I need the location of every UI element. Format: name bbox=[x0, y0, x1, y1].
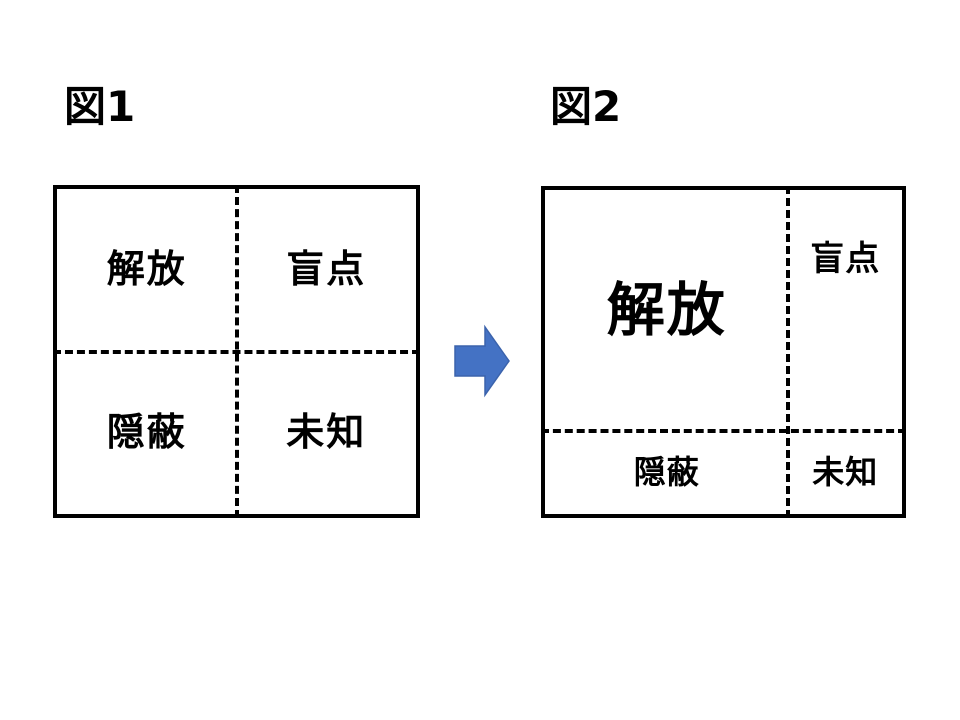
quadrant-label-blind: 盲点 bbox=[286, 247, 367, 292]
johari-window-figure-1: 解放 盲点 隠蔽 未知 bbox=[53, 185, 420, 518]
right-arrow-icon bbox=[452, 324, 512, 398]
quadrant-label-open: 解放 bbox=[106, 247, 187, 292]
quadrant-label-unknown: 未知 bbox=[286, 409, 367, 454]
quadrant-blind-figure-1: 盲点 bbox=[237, 189, 417, 352]
figure-2-title: 図2 bbox=[550, 82, 622, 131]
quadrant-label-hidden: 隠蔽 bbox=[106, 409, 187, 454]
right-arrow-shape bbox=[454, 324, 510, 398]
quadrant-unknown-figure-2: 未知 bbox=[788, 431, 902, 514]
quadrant-open-figure-2: 解放 bbox=[545, 190, 788, 431]
johari-window-figure-2: 解放 盲点 隠蔽 未知 bbox=[541, 186, 906, 518]
quadrant-hidden-figure-1: 隠蔽 bbox=[57, 352, 237, 515]
figure-1-title: 図1 bbox=[64, 82, 136, 131]
quadrant-label-blind: 盲点 bbox=[810, 239, 881, 279]
quadrant-hidden-figure-2: 隠蔽 bbox=[545, 431, 788, 514]
quadrant-label-unknown: 未知 bbox=[812, 452, 879, 491]
quadrant-unknown-figure-1: 未知 bbox=[237, 352, 417, 515]
quadrant-label-open: 解放 bbox=[606, 276, 727, 345]
quadrant-blind-figure-2: 盲点 bbox=[788, 190, 902, 431]
quadrant-open-figure-1: 解放 bbox=[57, 189, 237, 352]
quadrant-label-hidden: 隠蔽 bbox=[633, 452, 700, 491]
